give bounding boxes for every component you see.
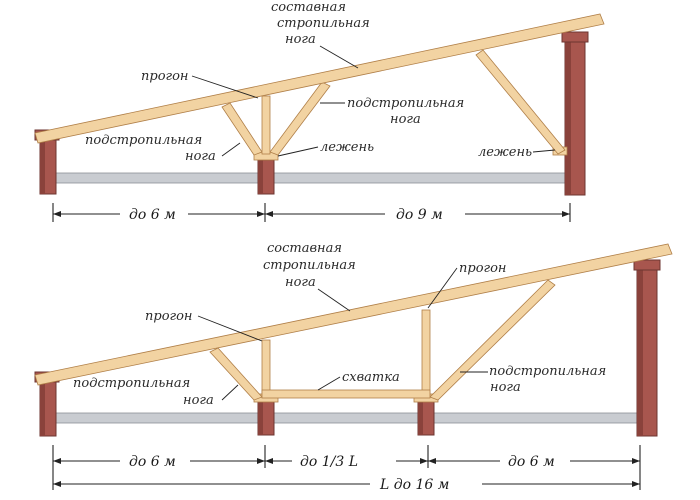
bottom-post-left [261, 339, 271, 397]
bottom-leader-purlin-right [427, 267, 458, 309]
bottom-rafter [34, 243, 673, 386]
top-leader-strut-left [221, 142, 241, 157]
bottom-right-wall [633, 259, 661, 437]
top-label-purlin: прогон [141, 69, 188, 84]
bottom-label-rafter-1: составная [267, 241, 342, 256]
bottom-collar-tie [261, 389, 431, 399]
top-label-strut-left-1: подстропильная [85, 133, 202, 148]
bottom-middle-wall-right [417, 400, 435, 436]
top-label-strut-right-2: нога [390, 112, 421, 127]
bottom-strut-right [429, 279, 556, 401]
bottom-floor-slab [54, 412, 638, 424]
bottom-label-purlin-right: прогон [459, 261, 506, 276]
top-floor-slab [54, 172, 566, 184]
bottom-labels: составная стропильная нога прогон прогон… [73, 241, 606, 408]
top-span-right: до 9 м [396, 207, 443, 223]
top-label-sill-right: лежень [478, 145, 532, 160]
bottom-strut-left [209, 347, 263, 401]
bottom-span-middle: до 1/3 L [300, 454, 358, 470]
top-strut-center [269, 81, 331, 156]
bottom-label-strut-left-2: нога [183, 393, 214, 408]
bottom-span-left: до 6 м [129, 454, 176, 470]
top-label-sill-center: лежень [320, 140, 374, 155]
bottom-leader-rafter [317, 288, 351, 312]
top-label-rafter-3: нога [285, 32, 316, 47]
bottom-label-collar: схватка [342, 370, 400, 385]
bottom-dimensions: до 6 м до 1/3 L до 6 м L до 16 м [52, 445, 641, 493]
bottom-label-purlin-left: прогон [145, 309, 192, 324]
top-middle-wall [257, 159, 275, 195]
top-right-wall [561, 31, 589, 196]
bottom-middle-wall-left [257, 400, 275, 436]
top-label-strut-right-1: подстропильная [347, 96, 464, 111]
top-strut-left [221, 102, 263, 156]
bottom-span-total: L до 16 м [379, 477, 449, 493]
bottom-label-rafter-3: нога [285, 275, 316, 290]
top-label-rafter-1: составная [271, 0, 346, 15]
top-leader-purlin [191, 75, 259, 99]
bottom-label-strut-right-1: подстропильная [489, 364, 606, 379]
bottom-label-strut-left-1: подстропильная [73, 376, 190, 391]
top-rafter [34, 13, 605, 144]
top-dimensions: до 6 м до 9 м [52, 203, 571, 223]
top-label-rafter-2: стропильная [277, 16, 370, 31]
bottom-span-right: до 6 м [508, 454, 555, 470]
bottom-diagram [34, 243, 673, 437]
top-leader-sill-right [532, 149, 556, 153]
top-labels: составная стропильная нога прогон подстр… [85, 0, 556, 164]
top-diagram [34, 13, 605, 196]
top-leader-rafter [319, 45, 359, 69]
bottom-leader-purlin-left [197, 315, 263, 342]
top-post [261, 95, 271, 155]
bottom-post-right [421, 309, 431, 397]
top-leader-sill-center [277, 146, 319, 157]
bottom-label-rafter-2: стропильная [263, 258, 356, 273]
bottom-label-strut-right-2: нога [490, 380, 521, 395]
top-strut-right [475, 49, 566, 155]
top-label-strut-left-2: нога [185, 149, 216, 164]
top-span-left: до 6 м [129, 207, 176, 223]
bottom-leader-strut-left [221, 384, 239, 401]
bottom-leader-collar [317, 376, 341, 391]
